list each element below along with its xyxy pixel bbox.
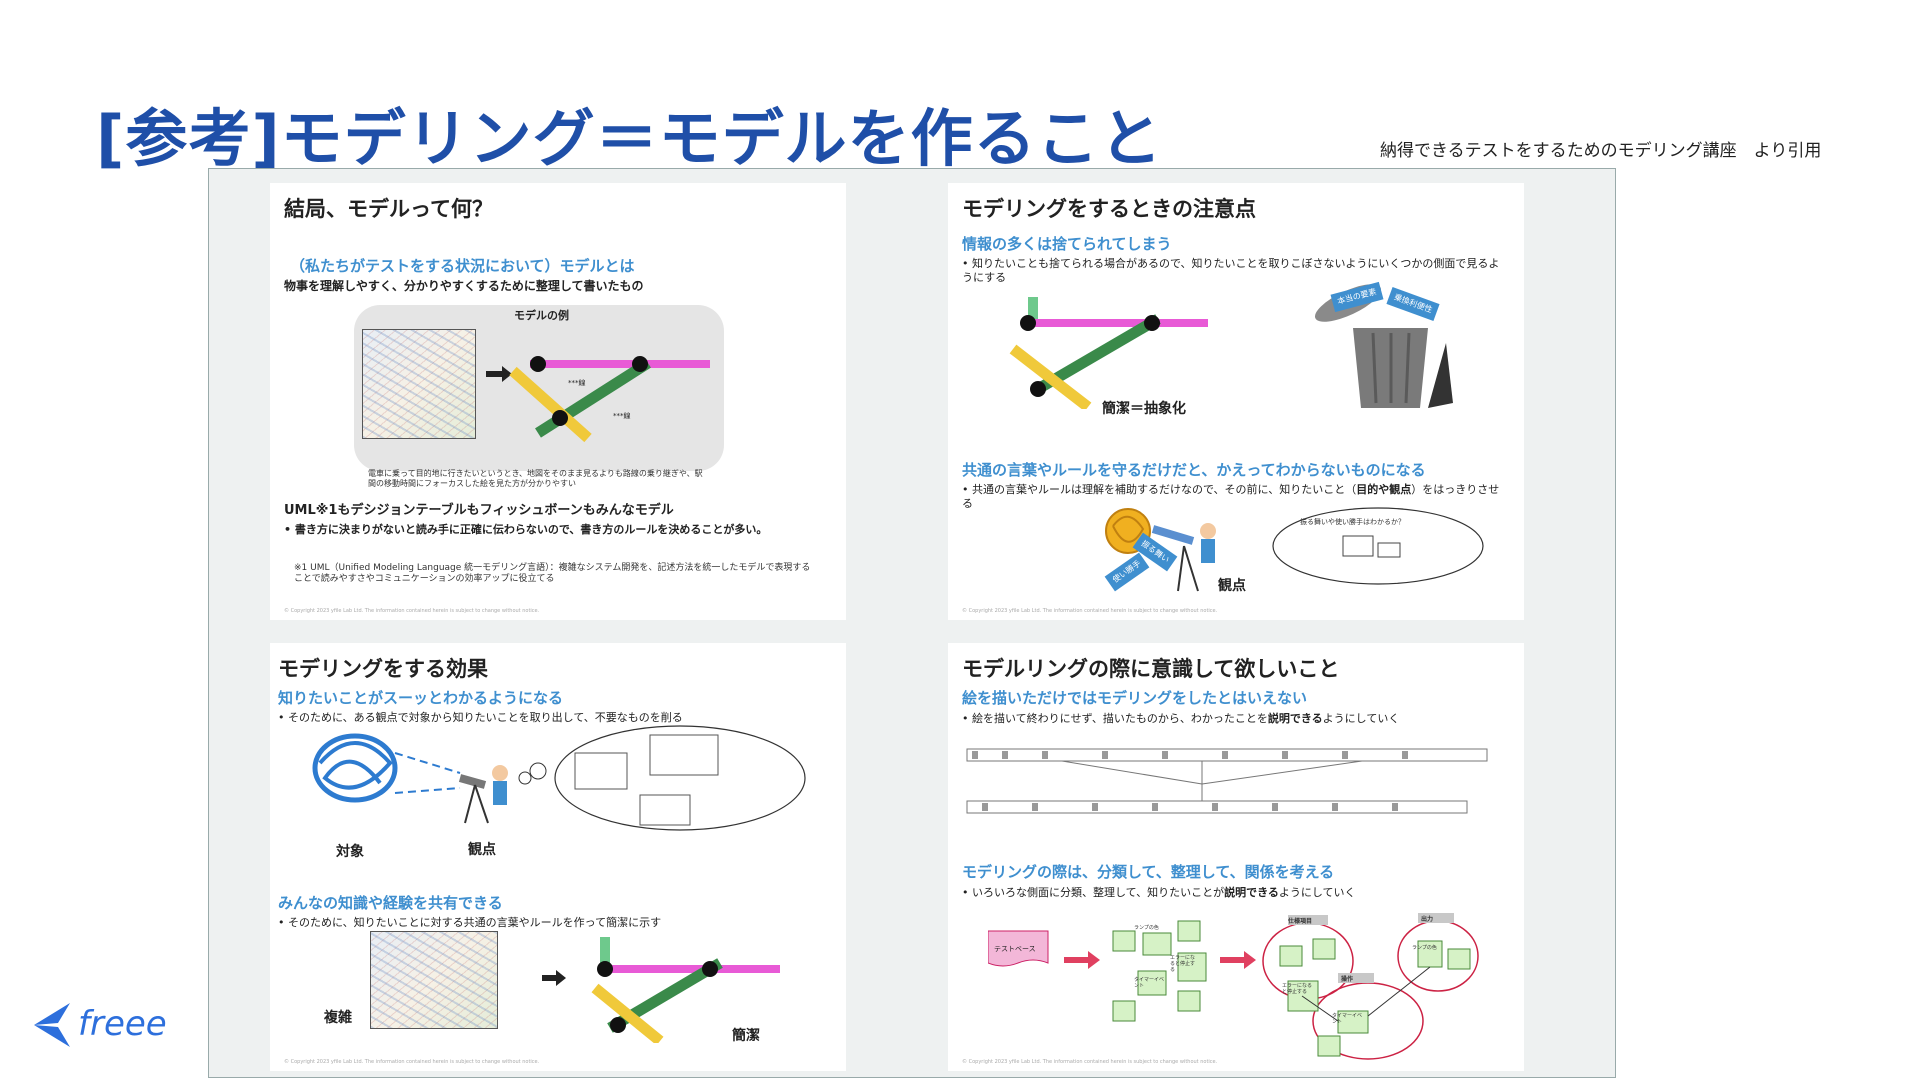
slide-heading-1: 絵を描いただけではモデリングをしたとはいえない	[962, 687, 1307, 708]
trash-can-icon	[1298, 283, 1468, 413]
footnote: ※1 UML（Unified Modeling Language 統一モデリング…	[294, 563, 814, 585]
route-diagram-small	[1008, 289, 1208, 409]
slide-footer: © Copyright 2023 yfile Lab Ltd. The info…	[962, 1059, 1217, 1065]
group-label: 仕様項目	[1288, 916, 1312, 928]
slide-footer: © Copyright 2023 yfile Lab Ltd. The info…	[962, 608, 1217, 614]
freee-logo: freee	[30, 995, 200, 1055]
slide-heading-2: 共通の言葉やルールを守るだけだと、かえってわからないものになる	[962, 459, 1426, 480]
slide-heading-1: 知りたいことがスーッとわかるようになる	[278, 687, 563, 708]
item-label: タイマーイベント	[1332, 1013, 1362, 1025]
viewpoint-label: 観点	[1218, 575, 1246, 595]
slide-cautions: モデリングをするときの注意点 情報の多くは捨てられてしまう • 知りたいことも捨…	[948, 183, 1524, 620]
slide-footer: © Copyright 2023 yfile Lab Ltd. The info…	[284, 1059, 539, 1065]
simple-label: 簡潔	[732, 1025, 760, 1045]
slide-title: 結局、モデルって何？	[284, 193, 493, 223]
example-caption: 電車に乗って目的地に行きたいというとき、地図をそのまま見るよりも路線の乗り継ぎや…	[368, 469, 708, 489]
target-label: 対象	[336, 841, 364, 861]
item-label: タイマーイベント	[1134, 977, 1164, 989]
item-label: エラーになると停止する	[1282, 983, 1312, 995]
source-citation: 納得できるテストをするためのモデリング講座 より引用	[1380, 136, 1821, 161]
item-label: エラーになると停止する	[1170, 955, 1198, 973]
slide-title: モデルリングの際に意識して欲しいこと	[962, 653, 1339, 683]
svg-text:***線: ***線	[613, 411, 631, 420]
viewpoint-diagram	[310, 723, 810, 853]
thought-cloud	[1258, 501, 1488, 591]
slide-text-1: • 知りたいことも捨てられる場合があるので、知りたいことを取りこぼさないようにい…	[962, 257, 1502, 285]
slide-footer: © Copyright 2023 yfile Lab Ltd. The info…	[284, 608, 539, 614]
slide-text-2: • そのために、知りたいことに対する共通の言葉やルールを作って簡潔に示す	[278, 915, 661, 930]
slide-heading: （私たちがテストをする状況において）モデルとは	[290, 255, 635, 276]
testbase-label: テストベース	[994, 943, 1036, 955]
route-diagram: ***線 ***線	[478, 323, 718, 443]
slide-effects: モデリングをする効果 知りたいことがスーッとわかるようになる • そのために、あ…	[270, 643, 846, 1071]
complex-label: 複雑	[324, 1007, 352, 1027]
classification-diagram	[988, 911, 1508, 1061]
slide-what-is-model: 結局、モデルって何？ （私たちがテストをする状況において）モデルとは 物事を理解…	[270, 183, 846, 620]
cloud-text: 振る舞いや使い勝手はわかるか？	[1300, 516, 1405, 528]
group-label: 操作	[1341, 974, 1353, 986]
bullet-text: • 書き方に決まりがないと読み手に正確に伝わらないので、書き方のルールを決めるこ…	[284, 523, 804, 537]
viewpoint-label: 観点	[468, 839, 496, 859]
slide-text-2: • いろいろな側面に分類、整理して、知りたいことが説明できるようにしていく	[962, 885, 1356, 900]
example-label: モデルの例	[514, 307, 569, 323]
item-label: ランプの色	[1134, 925, 1160, 931]
uml-heading: UML※1もデシジョンテーブルもフィッシュボーンもみんなモデル	[284, 503, 674, 518]
complex-diagram	[962, 739, 1512, 839]
group-label: 出力	[1421, 914, 1433, 926]
slide-heading-2: モデリングの際は、分類して、整理して、関係を考える	[962, 861, 1334, 882]
slide-text-1: • 絵を描いて終わりにせず、描いたものから、わかったことを説明できるようにしてい…	[962, 711, 1399, 726]
slide-heading-2: みんなの知識や経験を共有できる	[278, 892, 503, 913]
abstraction-label: 簡潔＝抽象化	[1102, 398, 1186, 418]
svg-text:***線: ***線	[568, 378, 586, 387]
definition-text: 物事を理解しやすく、分かりやすくするために整理して書いたもの	[284, 279, 644, 294]
item-label: ランプの色	[1412, 945, 1438, 951]
slide-title: モデリングをするときの注意点	[962, 193, 1256, 223]
map-image	[362, 329, 476, 439]
svg-text:freee: freee	[78, 1004, 167, 1044]
slide-heading-1: 情報の多くは捨てられてしまう	[962, 233, 1172, 254]
map-image	[370, 931, 498, 1029]
slide-title: モデリングをする効果	[278, 653, 488, 683]
page-title: [参考]モデリング＝モデルを作ること	[96, 88, 1163, 178]
slide-awareness: モデルリングの際に意識して欲しいこと 絵を描いただけではモデリングをしたとはいえ…	[948, 643, 1524, 1071]
